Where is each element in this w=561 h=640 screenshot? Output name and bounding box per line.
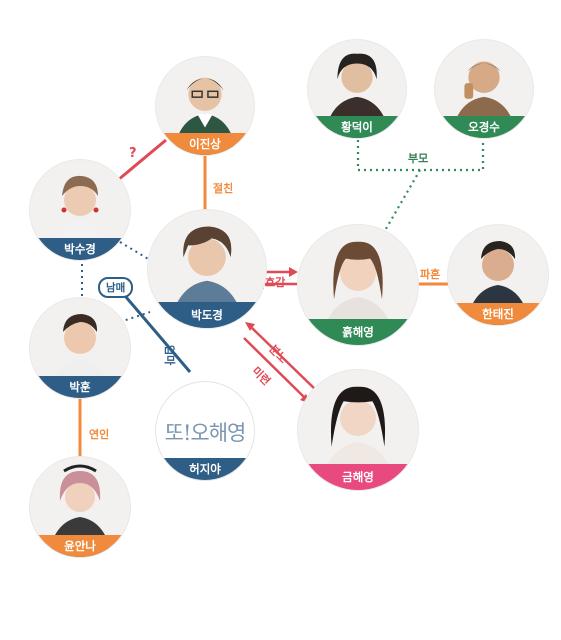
character-node-lee-jinsang[interactable]: 이진상 <box>156 57 254 155</box>
line-lingering <box>243 337 306 399</box>
relation-label-broken-engagement: 파혼 <box>420 268 441 281</box>
name-tag-heo-jiya: 허지야 <box>156 458 254 480</box>
name-tag-lee-jinsang: 이진상 <box>156 133 254 155</box>
name-tag-hwang-deoki: 황덕이 <box>308 116 406 138</box>
name-tag-park-dogyeong: 박도경 <box>148 302 266 328</box>
character-node-geum-haeyoung[interactable]: 금해영 <box>298 370 418 490</box>
line-parents-heukhaeyoung <box>382 169 421 235</box>
name-tag-heuk-haeyoung: 흙해영 <box>298 318 418 345</box>
relation-label-question: ? <box>129 146 137 161</box>
relation-label-mom: 엄마 <box>163 345 176 366</box>
character-node-oh-gyeongsu[interactable]: 오경수 <box>435 40 533 138</box>
name-tag-park-hun: 박훈 <box>30 376 130 398</box>
drama-logo: 또!오해영 <box>164 421 247 446</box>
name-tag-park-sukyeong: 박수경 <box>30 238 130 260</box>
character-node-park-dogyeong[interactable]: 박도경 <box>148 210 266 328</box>
relation-label-parents: 부모 <box>408 152 429 165</box>
name-tag-geum-haeyoung: 금해영 <box>298 463 418 490</box>
line-parents-bracket <box>356 140 485 172</box>
character-node-heo-jiya[interactable]: 또!오해영 허지야 <box>156 382 254 480</box>
character-node-han-taejin[interactable]: 한태진 <box>448 225 548 325</box>
character-node-hwang-deoki[interactable]: 황덕이 <box>308 40 406 138</box>
relation-label-affection: 호감 <box>265 276 286 289</box>
relation-label-best-friend: 절친 <box>213 182 234 195</box>
character-node-yoon-anna[interactable]: 윤안나 <box>30 457 130 557</box>
name-tag-han-taejin: 한태진 <box>448 303 548 325</box>
name-tag-oh-gyeongsu: 오경수 <box>435 116 533 138</box>
character-node-park-hun[interactable]: 박훈 <box>30 298 130 398</box>
character-node-heuk-haeyoung[interactable]: 흙해영 <box>298 225 418 345</box>
line-anger <box>251 327 319 393</box>
character-node-park-sukyeong[interactable]: 박수경 <box>30 160 130 260</box>
arrowhead-affection-right <box>289 267 298 277</box>
line-parkdogyeong-heojiya <box>118 289 192 373</box>
name-tag-yoon-anna: 윤안나 <box>30 535 130 557</box>
relation-badge-siblings: 남매 <box>98 277 134 298</box>
relation-label-lovers: 연인 <box>89 428 110 441</box>
